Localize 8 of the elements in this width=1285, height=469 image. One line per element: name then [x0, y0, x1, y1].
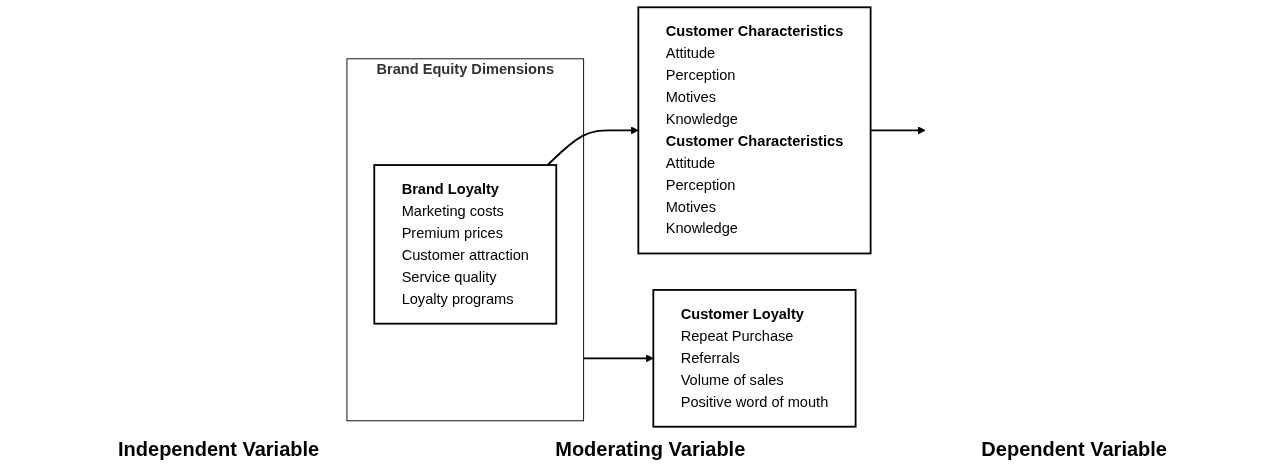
node-box: Customer Characteristics Attitude Perception Motives Knowledge Customer Characteristics Attitude Perception Motives Knowledge [637, 6, 872, 255]
node-box: Customer Loyalty Repeat Purchase Referrals Volume of sales Positive word of mouth [652, 289, 857, 428]
arrow [546, 126, 639, 166]
variable-caption: Dependent Variable [981, 438, 1167, 461]
variable-caption: Independent Variable [118, 438, 320, 461]
arrow [582, 354, 654, 363]
node-box: Brand Loyalty Marketing costs Premium prices Customer attraction Service quality Loyalty programs [373, 164, 558, 325]
variable-caption: Moderating Variable [555, 438, 746, 461]
